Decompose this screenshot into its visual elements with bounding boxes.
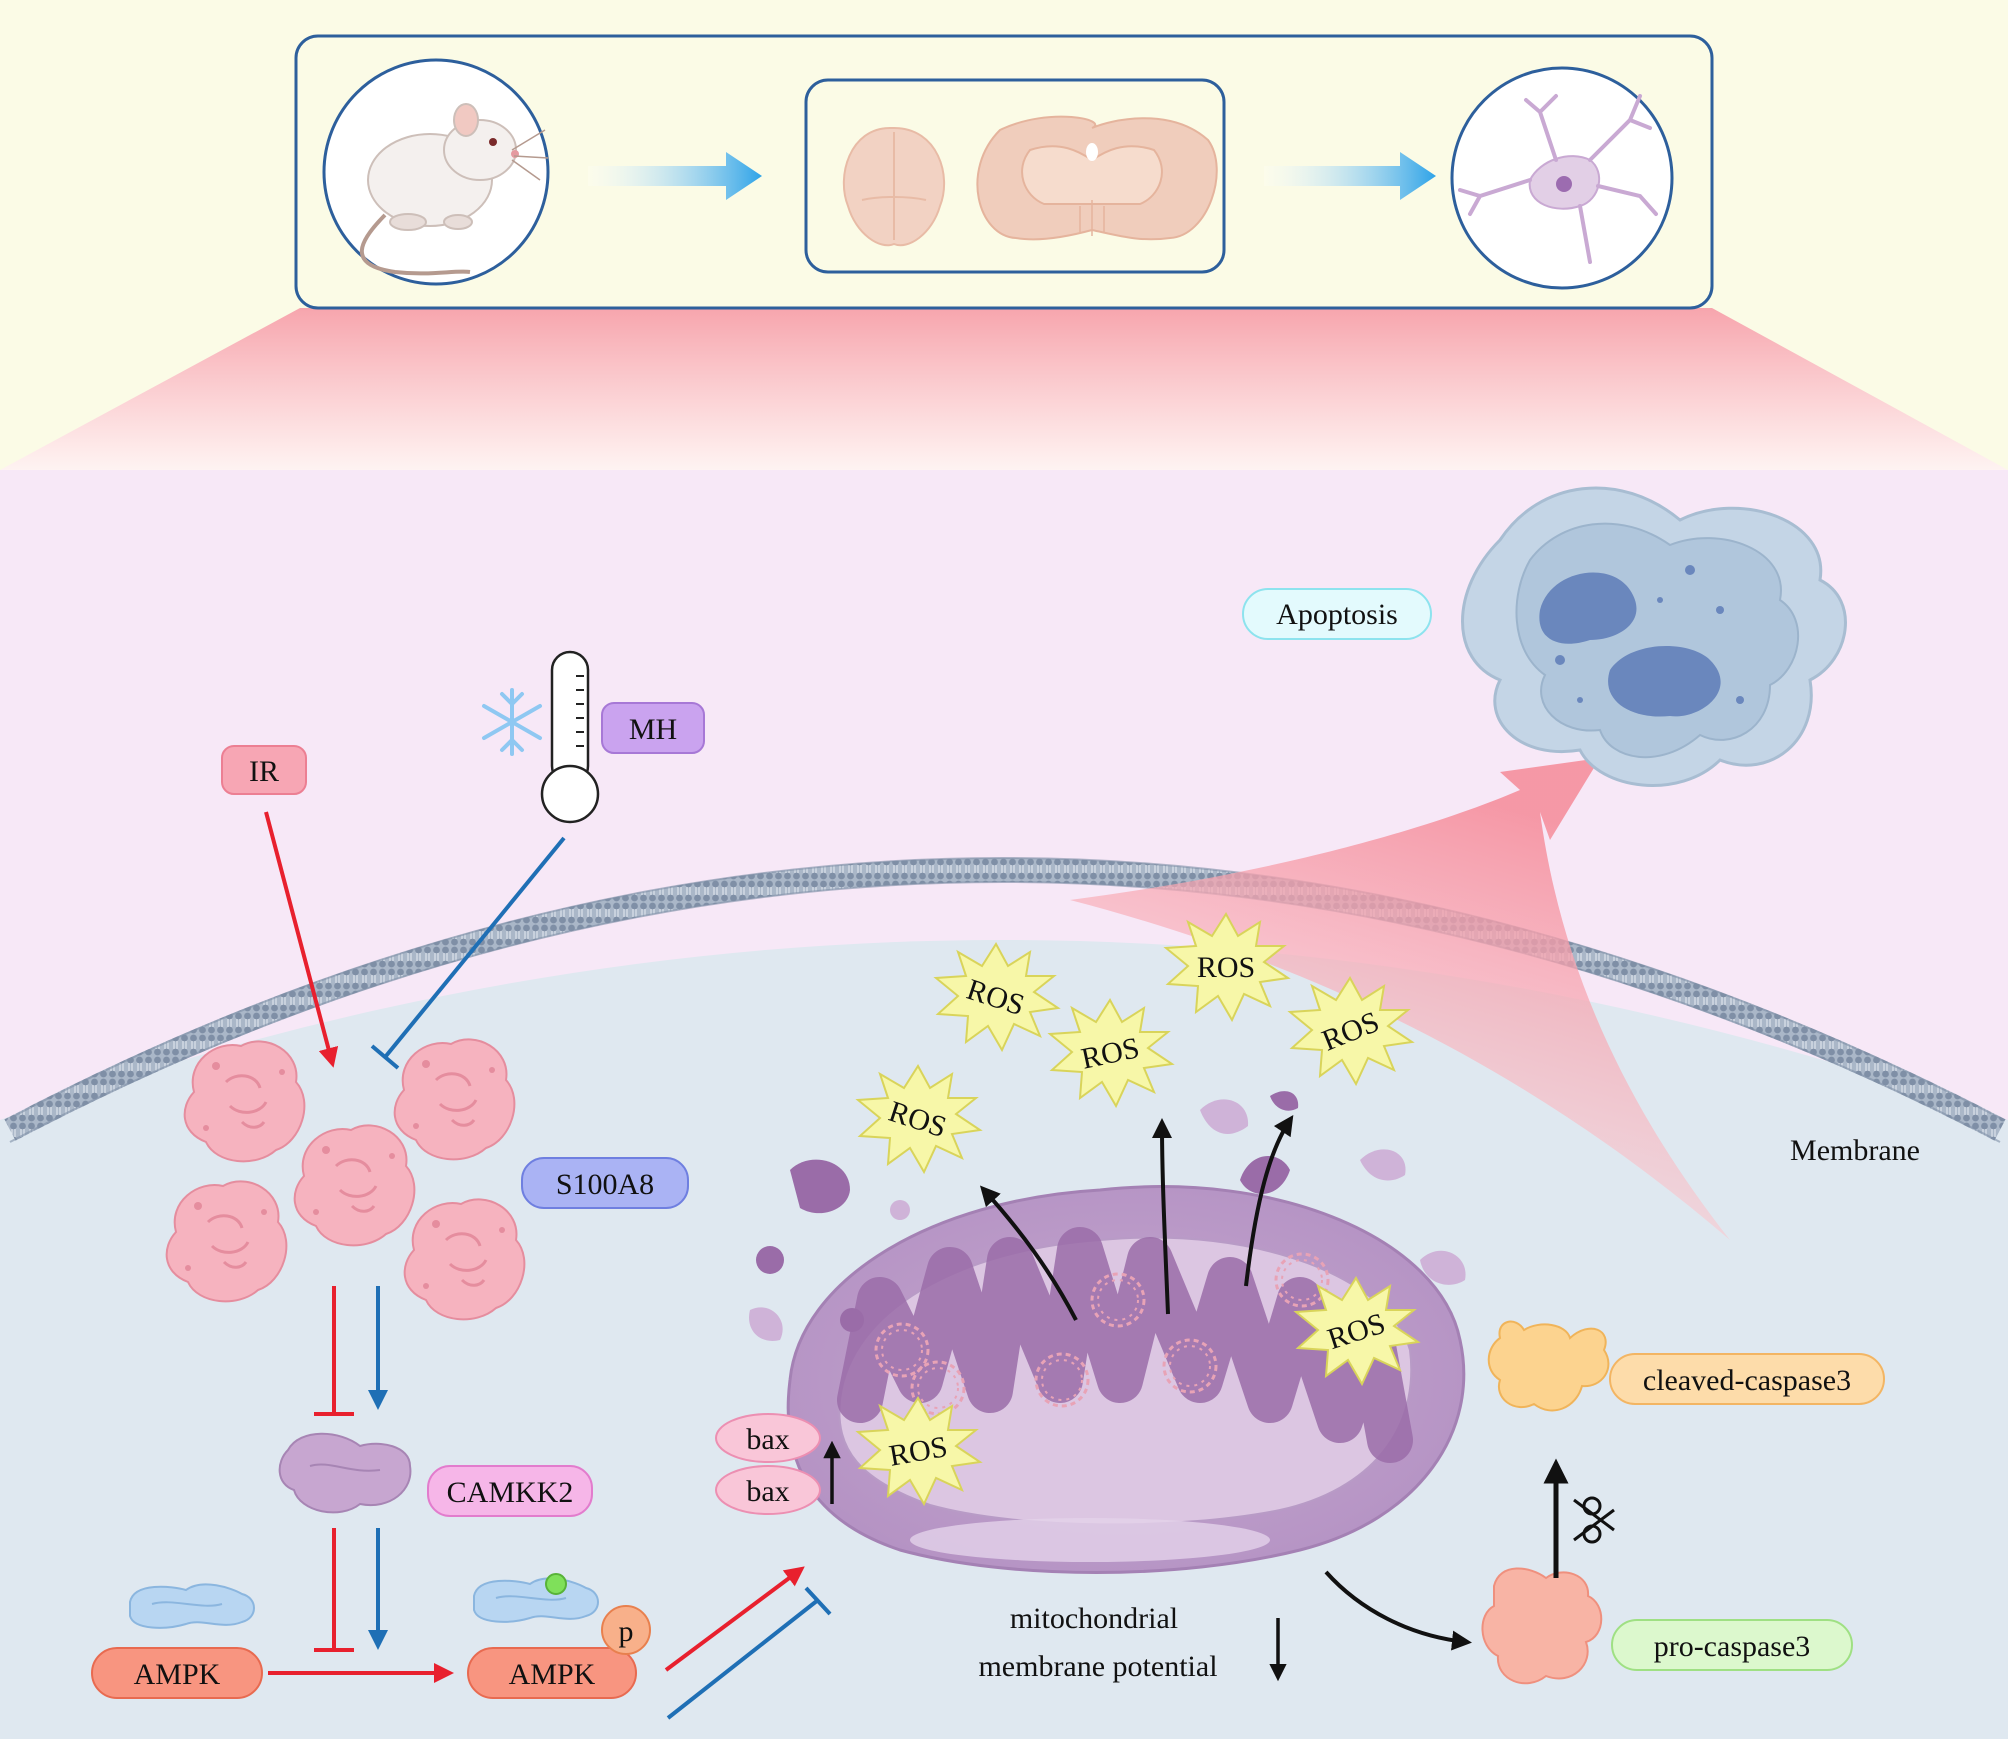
workflow-panel [294,34,1714,310]
ros-release-arrow-3 [1244,1115,1294,1287]
ros-star: ROS [1165,913,1289,1021]
ros-star: ROS [1049,999,1173,1107]
svg-text:cleaved-caspase3: cleaved-caspase3 [1643,1364,1851,1397]
mmp-label-line2: membrane potential [978,1650,1217,1683]
ros-star: ROS [935,943,1059,1051]
apoptosis-arrow [1070,758,1730,1240]
cell-membrane [4,858,2006,1141]
svg-text:bax: bax [746,1423,789,1456]
membrane-label: Membrane [1790,1134,1920,1167]
ampk-protein [129,1583,255,1629]
cleaved-caspase3-protein [1487,1320,1610,1412]
ros-star: ROS [857,1397,981,1505]
svg-text:Apoptosis: Apoptosis [1276,598,1398,631]
flow-arrow-2 [1264,152,1436,200]
mito-to-procaspase-arrow [1324,1570,1472,1651]
svg-text:bax: bax [746,1475,789,1508]
pro-caspase3-label: pro-caspase3 [1611,1619,1853,1671]
ir-activates-s100a8-arrow [264,811,339,1068]
ampk-red-to-mito [664,1566,805,1672]
rat-icon [322,58,550,286]
ros-release-arrow-1 [979,1185,1078,1321]
zoom-funnel [0,308,2008,470]
snowflake-icon [482,688,542,756]
apoptosis-label: Apoptosis [1242,588,1432,640]
svg-text:AMPK: AMPK [509,1658,596,1691]
mh-label: MH [601,702,705,754]
bax-label-2: bax [715,1465,821,1515]
ampk-label: AMPK [91,1647,263,1699]
scissors-icon [1573,1496,1615,1544]
ampk-blue-inhibits-mito [666,1598,820,1720]
brain-section-icon [976,115,1218,241]
svg-text:MH: MH [629,713,677,746]
svg-text:IR: IR [249,755,279,788]
phospho-ampk-protein [473,1577,599,1623]
svg-text:pro-caspase3: pro-caspase3 [1654,1630,1811,1663]
svg-text:S100A8: S100A8 [556,1168,654,1201]
ros-star: ROS [1295,1277,1419,1385]
p-badge: p [601,1605,651,1655]
svg-text:CAMKK2: CAMKK2 [447,1476,574,1509]
mh-inhibits-s100a8 [384,836,566,1058]
svg-text:AMPK: AMPK [134,1658,221,1691]
svg-text:p: p [619,1615,634,1648]
brain-icon [842,127,946,247]
mmp-label-line1: mitochondrial [1010,1602,1178,1635]
neuron-icon [1450,66,1674,290]
camkk2-protein [278,1432,412,1514]
apoptotic-cell-icon [1461,486,1847,787]
cleaved-caspase3-label: cleaved-caspase3 [1609,1353,1885,1405]
s100a8-label: S100A8 [521,1157,689,1209]
phosphate-dot [545,1573,567,1595]
svg-text:ROS: ROS [1197,951,1255,984]
flow-arrow-1 [588,152,762,200]
ros-release-arrow-2 [1152,1118,1173,1315]
ros-star: ROS [1289,977,1413,1085]
bax-label-1: bax [715,1413,821,1463]
pro-caspase3-protein [1481,1567,1603,1685]
ampk-p-label: AMPK [467,1647,637,1699]
camkk2-label: CAMKK2 [427,1465,593,1517]
thermometer-icon [540,650,600,824]
ros-star: ROS [857,1065,981,1173]
ir-label: IR [221,745,307,795]
